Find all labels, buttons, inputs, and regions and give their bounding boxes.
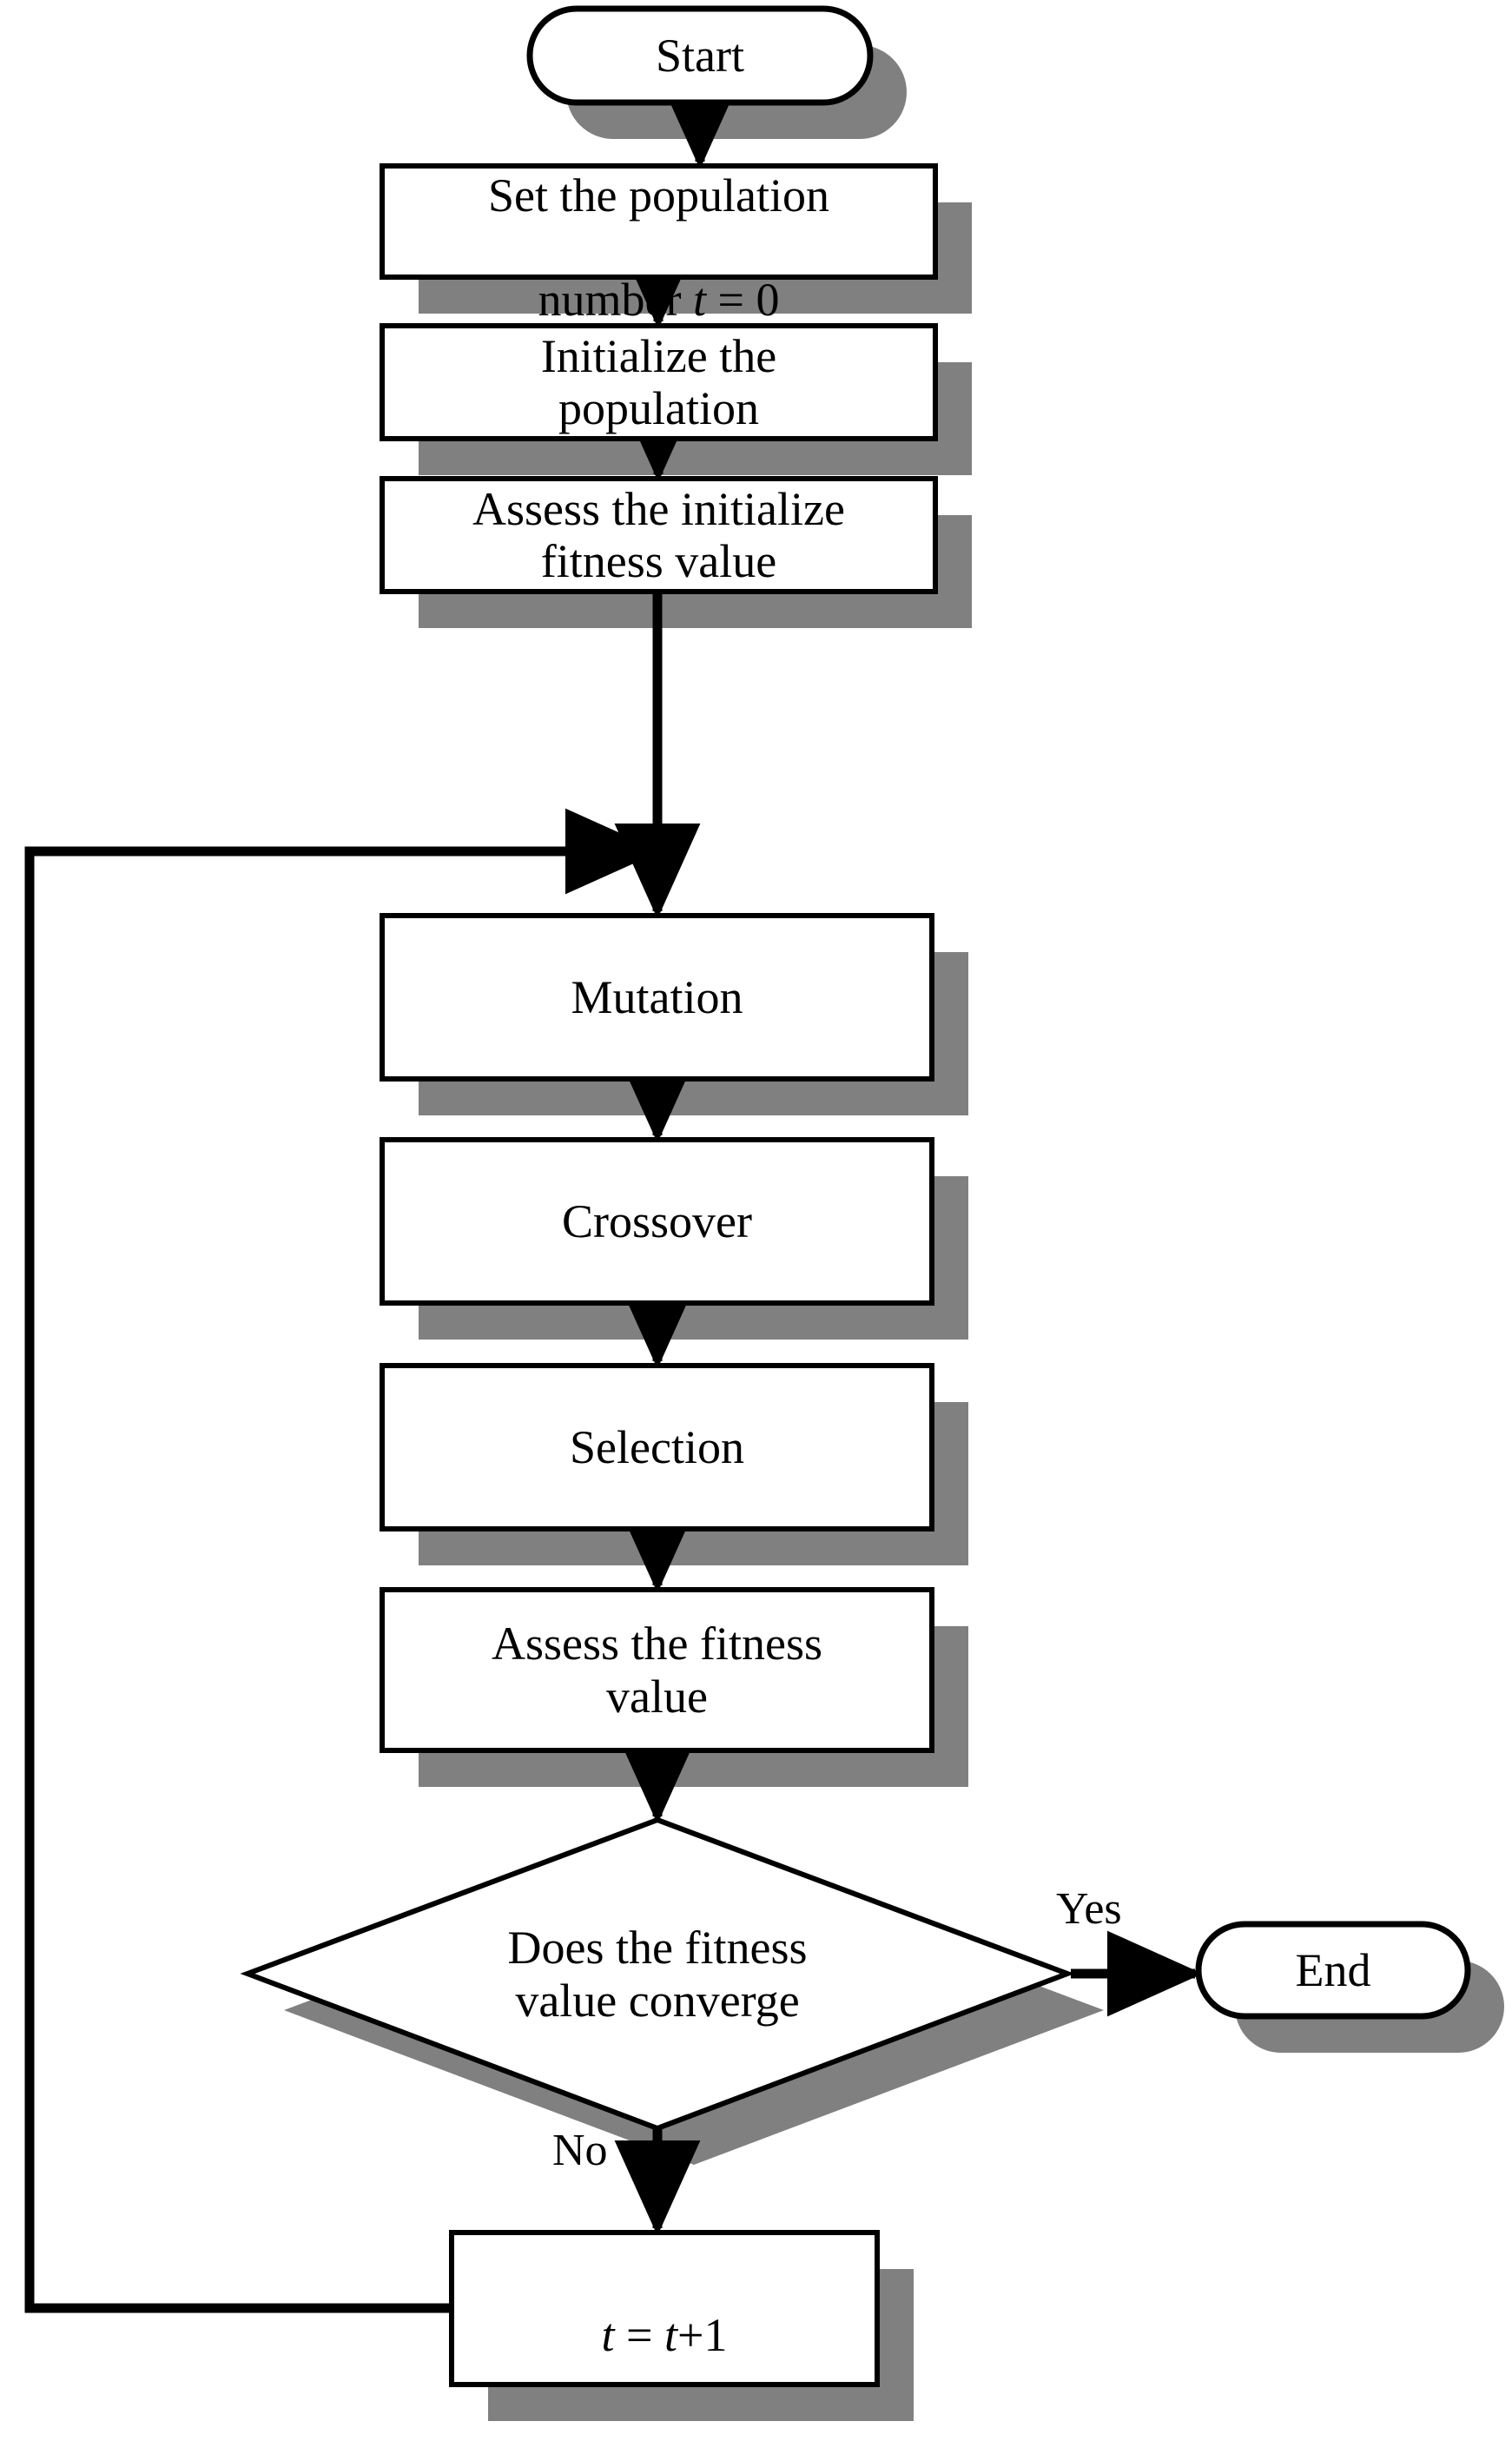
node-shape-layer [240, 5, 1471, 2387]
node-set-population[interactable] [380, 163, 938, 280]
node-initialize-population[interactable] [380, 323, 938, 441]
node-decision-converge[interactable] [240, 1816, 1075, 2132]
node-end[interactable] [1195, 1921, 1471, 2020]
edge-label-no: No [552, 2126, 608, 2175]
node-start[interactable] [526, 5, 874, 106]
node-assess-fitness[interactable] [380, 1587, 934, 1753]
node-assess-initialize[interactable] [380, 476, 938, 594]
edge-increment-loopback-to-mutation [24, 808, 661, 2313]
node-selection[interactable] [380, 1363, 934, 1532]
node-increment[interactable] [449, 2230, 880, 2387]
node-crossover[interactable] [380, 1137, 934, 1306]
edge-label-yes: Yes [1056, 1884, 1122, 1934]
connector-layer [24, 73, 1203, 2313]
node-mutation[interactable] [380, 913, 934, 1082]
